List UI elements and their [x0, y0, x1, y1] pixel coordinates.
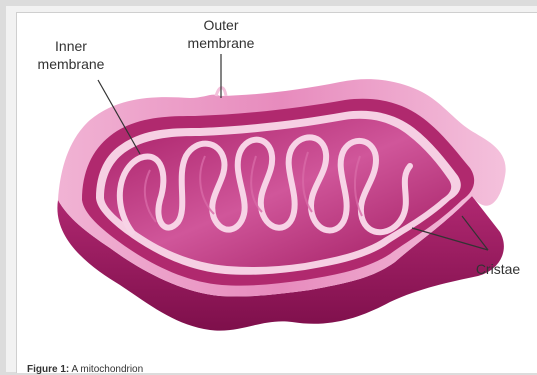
inner-membrane-label-line1: Inner [55, 38, 87, 54]
figure-caption: Figure 1: A mitochondrion [27, 364, 143, 375]
inner-membrane-label-line2: membrane [38, 56, 105, 72]
caption-text: A mitochondrion [71, 364, 143, 375]
caption-prefix: Figure 1: [27, 364, 69, 375]
cristae-label: Cristae [476, 261, 521, 277]
outer-membrane-label-line2: membrane [188, 35, 255, 51]
outer-membrane-label-line1: Outer [203, 17, 238, 33]
